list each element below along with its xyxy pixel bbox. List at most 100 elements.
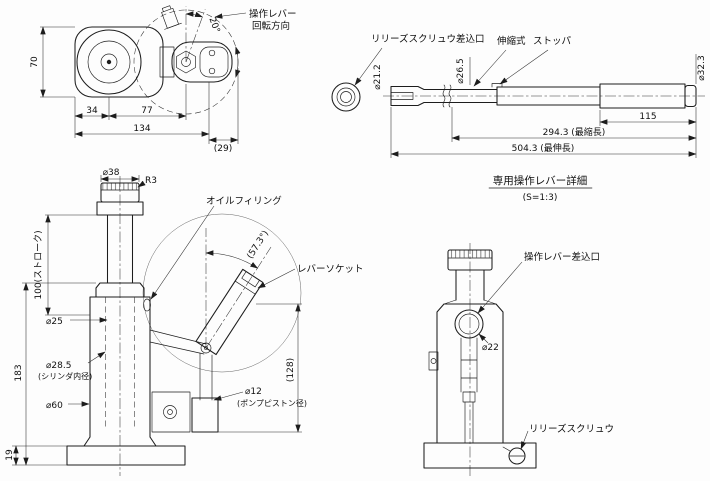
label-release-port: リリーズスクリュウ差込口 [371, 33, 485, 45]
lever-end-view-outer [331, 82, 361, 112]
side-shoulder [443, 299, 497, 305]
base-plate [66, 436, 186, 466]
angle-20-label: 20° [206, 16, 221, 34]
side-clip-hole [430, 358, 437, 364]
dia-bore-leader [87, 351, 106, 364]
pump-piston-rod [199, 352, 213, 401]
dia-ram-label: ⌀25 [46, 317, 63, 327]
side-saddle-cap [447, 249, 493, 271]
side-clip [428, 351, 439, 371]
dim-retracted-label: 294.3 (最縮長) [543, 126, 606, 138]
socket-inner-contour [199, 46, 229, 78]
front-view: オイルフィリング レバーソケット (57.3°) ⌀38 R3 100(ストロー… [5, 168, 364, 476]
saddle-collar [96, 201, 144, 216]
socket-hex-hole [176, 50, 196, 74]
lever-end-view-mid [336, 87, 356, 107]
rotation-label-line2: 回転方向 [252, 20, 290, 32]
radius-saddle-leader [137, 180, 146, 188]
dia-piston-label: ⌀12 [245, 387, 262, 397]
dia-end-label: ⌀21.2 [373, 64, 383, 89]
socket-angle-axis [205, 246, 272, 349]
lever-outer-tube [496, 86, 601, 106]
lever-inner-rod [427, 88, 498, 104]
dia-grip-label: ⌀32.3 [697, 55, 707, 80]
saddle-serration [102, 183, 138, 190]
label-lever-socket: レバーソケット [297, 264, 364, 275]
angle-ref-20deg [185, 9, 206, 63]
grip-end-cap [684, 84, 697, 108]
side-body [436, 303, 504, 444]
oil-filling-plug [143, 298, 151, 312]
dim-70-label: 70 [30, 56, 40, 68]
radius-saddle-label: R3 [145, 176, 157, 186]
height-ext-lines [12, 282, 96, 466]
lever-port-outer [454, 309, 484, 339]
release-valve-outer [163, 405, 177, 419]
dia-bore-note: (シリンダ内径) [38, 371, 92, 381]
top-view: 操作レバー 回転方向 20° 70 34 77 134 (29) [30, 5, 297, 154]
pump-cylinder [191, 397, 219, 433]
side-saddle-serration [449, 250, 491, 258]
side-socket-channel [460, 337, 478, 444]
cylinder-top-inner [100, 53, 118, 71]
angle-arc-20 [185, 11, 203, 18]
label-release-screw: リリーズスクリュウ [529, 423, 614, 435]
release-screw-slot [502, 446, 525, 457]
label-telescopic: 伸縮式 [497, 35, 526, 47]
dia-saddle-label: ⌀38 [103, 168, 120, 178]
dia-piston-leader [213, 391, 244, 401]
release-valve-inner [167, 409, 173, 415]
pump-neck-section [159, 46, 175, 78]
dim-128-label: (128) [286, 358, 296, 382]
dia-port-label: ⌀22 [482, 343, 499, 353]
stopper-pin [491, 83, 503, 88]
socket-angle-arc [205, 250, 259, 269]
angle-socket-label: (57.3°) [246, 229, 272, 261]
lever-port-inner [458, 313, 480, 335]
dim-29-label: (29) [214, 144, 232, 154]
dim-19-label: 19 [5, 449, 15, 461]
dia-port-leader [478, 333, 489, 344]
release-valve-block [151, 391, 191, 433]
dim-77-label: 77 [141, 106, 152, 116]
release-port-leader [354, 47, 383, 86]
stroke-ext-lines [45, 214, 97, 316]
dia-bore-label: ⌀28.5 [46, 361, 71, 371]
release-screw-top [161, 5, 182, 30]
cylinder-top-outer [76, 29, 142, 95]
lever-port-leader [477, 261, 523, 314]
lever-end-view-socket [340, 91, 352, 103]
release-fork-slot [390, 92, 414, 100]
cylinder-top-mid [87, 40, 131, 84]
dim-134-label: 134 [133, 124, 150, 134]
label-lever-port: 操作レバー差込口 [524, 251, 600, 263]
socket-bolt-upper [208, 49, 216, 57]
socket-center-hole [181, 57, 191, 67]
dia-base-label: ⌀60 [46, 401, 63, 411]
jack-body-top-outline [74, 26, 164, 98]
dim-128-ext [218, 303, 302, 433]
side-view: 操作レバー差込口 ⌀22 リリーズスクリュウ [423, 243, 614, 478]
telescopic-leader [473, 49, 507, 87]
dim-stroke-label: 100(ストローク) [33, 230, 44, 299]
socket-bolt-lower [208, 67, 216, 75]
rotation-label-leader [214, 12, 247, 19]
lever-detail-caption: 専用操作レバー詳細 [493, 174, 588, 187]
release-screw-knob [508, 447, 526, 465]
side-neck [455, 269, 485, 301]
cylinder-outer [89, 296, 151, 438]
dim-183-label: 183 [14, 364, 24, 381]
lever-clearance-circle [142, 213, 302, 373]
dim-115-label: 115 [639, 112, 656, 122]
lever-detail-view: リリーズスクリュウ差込口 伸縮式 ストッパ ⌀21.2 ⌀26.5 ⌀32.3 … [331, 33, 707, 203]
lever-detail-scale: (S=1:3) [523, 193, 558, 203]
cylinder-top-center [106, 59, 112, 65]
release-fork-end [390, 85, 429, 107]
lever-socket-leader [257, 268, 296, 289]
side-base [423, 442, 537, 469]
dim-extended-label: 504.3 (最伸長) [512, 142, 575, 154]
rotation-direction-arrow [235, 46, 241, 78]
break-symbol [442, 84, 452, 108]
